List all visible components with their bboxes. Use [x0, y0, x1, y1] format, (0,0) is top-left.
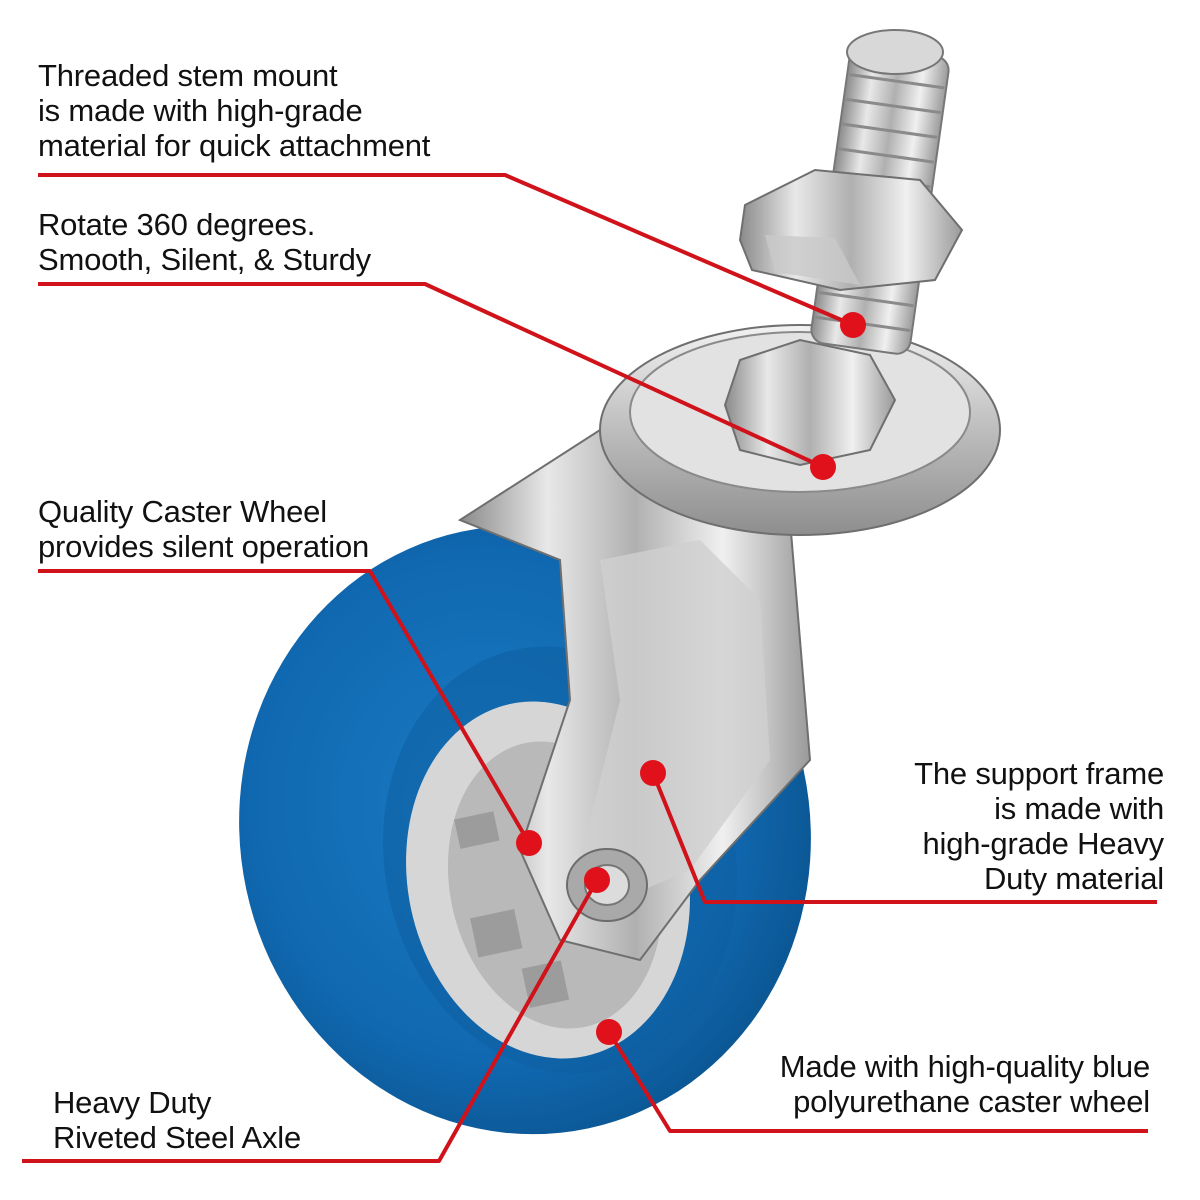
leader-support-frame: [651, 772, 1157, 904]
callout-markers: [516, 312, 866, 1045]
marker-dot-quality-wheel: [516, 830, 542, 856]
marker-dot-steel-axle: [584, 867, 610, 893]
callout-quality-wheel: Quality Caster Wheel provides silent ope…: [38, 494, 369, 564]
callout-text-line: Made with high-quality blue: [779, 1049, 1150, 1084]
marker-dot-threaded-stem: [840, 312, 866, 338]
callout-steel-axle: Heavy Duty Riveted Steel Axle: [53, 1085, 301, 1155]
callout-text-line: polyurethane caster wheel: [793, 1084, 1150, 1119]
marker-dot-rotate-360: [810, 454, 836, 480]
marker-dot-support-frame: [640, 760, 666, 786]
callout-text-line: Heavy Duty: [53, 1085, 212, 1120]
callout-polyurethane-wheel: Made with high-quality blue polyurethane…: [780, 1049, 1150, 1119]
leader-rotate-360: [38, 282, 824, 469]
callout-text-line: Duty material: [983, 861, 1164, 896]
callout-text-line: Riveted Steel Axle: [53, 1120, 301, 1155]
leader-quality-wheel: [38, 569, 531, 845]
callout-support-frame: The support frame is made with high-grad…: [914, 756, 1164, 896]
callout-lines: [22, 173, 1157, 1163]
callout-text-line: high-grade Heavy: [922, 826, 1164, 861]
callout-text-line: Smooth, Silent, & Sturdy: [38, 242, 371, 277]
marker-dot-polyurethane: [596, 1019, 622, 1045]
lower-nut-graphic: [723, 338, 897, 467]
upper-nut-graphic: [738, 168, 964, 292]
callout-text-line: material for quick attachment: [38, 128, 431, 163]
leader-threaded-stem: [38, 173, 854, 327]
callout-rotate-360: Rotate 360 degrees. Smooth, Silent, & St…: [38, 207, 371, 277]
callout-text-line: Threaded stem mount: [38, 58, 338, 93]
callout-text-line: is made with high-grade: [38, 93, 363, 128]
callout-text-line: Quality Caster Wheel: [38, 494, 327, 529]
leader-steel-axle: [22, 879, 599, 1163]
callout-text-line: provides silent operation: [38, 529, 370, 564]
callout-text-line: The support frame: [914, 756, 1164, 791]
callout-threaded-stem: Threaded stem mount is made with high-gr…: [38, 58, 430, 163]
support-frame-graphic: [457, 428, 812, 962]
leader-polyurethane: [607, 1030, 1148, 1133]
callout-text-line: is made with: [994, 791, 1164, 826]
callout-text-line: Rotate 360 degrees.: [38, 207, 316, 242]
